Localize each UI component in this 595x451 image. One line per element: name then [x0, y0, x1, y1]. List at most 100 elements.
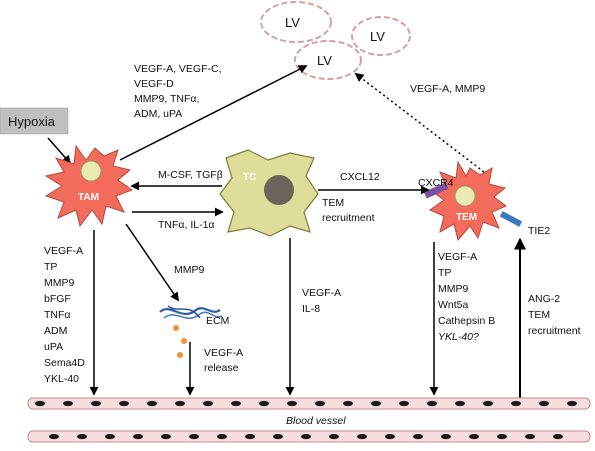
vessel-nucleus	[469, 433, 479, 440]
label-tam-to-tc: TNFα, IL-1α	[158, 219, 214, 231]
vessel-nucleus	[567, 400, 577, 407]
tc-to-tem-line1: CXCL12	[340, 171, 380, 183]
tam-bv-5: TNFα	[44, 309, 70, 321]
vessel-nucleus	[245, 433, 255, 440]
tie2-label: TIE2	[528, 225, 550, 237]
arrow-tem-to-lv	[354, 72, 485, 173]
blood-vessel-label: Blood vessel	[286, 415, 346, 427]
label-tc-to-tem: CXCL12 TEM recruitment	[322, 171, 380, 224]
tem-bv-6: YKL-40?	[438, 331, 479, 343]
bv-tem-1: ANG-2	[528, 293, 560, 305]
vessel-nucleus	[63, 400, 73, 407]
vegf-particles-icon	[173, 325, 187, 358]
vessel-nucleus	[497, 433, 507, 440]
vessel-nucleus	[147, 400, 157, 407]
vessel-nucleus	[49, 433, 59, 440]
blood-vessel: Blood vessel	[27, 397, 591, 443]
label-mmp9: MMP9	[174, 264, 204, 276]
tam-bv-3: MMP9	[44, 277, 74, 289]
tem-bv-2: TP	[438, 267, 451, 279]
vessel-nucleus	[329, 433, 339, 440]
tc-to-tem-line3: recruitment	[322, 212, 375, 224]
tem-bv-5: Cathepsin B	[438, 315, 495, 327]
tam-bv-2: TP	[44, 261, 57, 273]
vessel-nucleus	[455, 400, 465, 407]
arrow-hypoxia-to-tam	[47, 137, 72, 165]
tam-to-lv-line2: VEGF-D	[134, 78, 174, 90]
tam-bv-8: Sema4D	[44, 357, 85, 369]
tam-to-lv-line3: MMP9, TNFα,	[134, 93, 199, 105]
vessel-nucleus	[175, 400, 185, 407]
label-tc-to-tam: M-CSF, TGFβ	[158, 169, 223, 181]
hypoxia-label: Hypoxia	[8, 114, 56, 129]
vessel-nucleus	[77, 433, 87, 440]
tem-bv-3: MMP9	[438, 283, 468, 295]
vessel-nucleus	[343, 400, 353, 407]
vessel-nucleus	[539, 400, 549, 407]
vessel-nucleus	[161, 433, 171, 440]
tam-bv-6: ADM	[44, 325, 67, 337]
vessel-nucleus	[287, 400, 297, 407]
label-tam-to-bv: VEGF-A TP MMP9 bFGF TNFα ADM uPA Sema4D …	[44, 245, 85, 385]
tumor-cell: TC	[219, 149, 319, 237]
tc-bv-2: IL-8	[302, 303, 320, 315]
vessel-nucleus	[231, 400, 241, 407]
vessel-nucleus	[259, 400, 269, 407]
vessel-nucleus	[385, 433, 395, 440]
tem-cell: TEM	[423, 160, 523, 242]
lymphatic-vessel-3: LV	[294, 40, 362, 80]
lv3-label: LV	[317, 53, 332, 68]
vessel-nucleus	[273, 433, 283, 440]
vessel-nucleus	[357, 433, 367, 440]
vegf-release-line1: VEGF-A	[204, 347, 243, 359]
label-tem-to-lv: VEGF-A, MMP9	[410, 83, 485, 95]
vessel-nucleus	[315, 400, 325, 407]
cxcr4-label: CXCR4	[418, 177, 454, 189]
tc-label: TC	[243, 172, 256, 183]
vessel-nucleus	[105, 433, 115, 440]
vessel-nucleus	[217, 433, 227, 440]
tam-bv-9: YKL-40	[44, 373, 79, 385]
vessel-nucleus	[203, 400, 213, 407]
tem-bv-1: VEGF-A	[438, 251, 477, 263]
tie2-receptor	[499, 211, 523, 227]
vegf-release-line2: release	[204, 362, 239, 374]
lymphatic-vessel-1: LV	[260, 1, 332, 43]
hypoxia-box: Hypoxia	[0, 107, 69, 135]
bv-tem-3: recruitment	[528, 325, 581, 337]
vessel-nucleus	[525, 433, 535, 440]
vessel-nucleus	[427, 400, 437, 407]
vessel-nucleus	[399, 400, 409, 407]
vessel-nucleus	[413, 433, 423, 440]
tam-label: TAM	[78, 192, 99, 203]
ecm-fibers-icon	[159, 305, 223, 320]
vessel-nucleus	[189, 433, 199, 440]
bv-tem-2: TEM	[528, 309, 550, 321]
label-ecm: ECM	[206, 315, 229, 327]
vessel-nucleus	[441, 433, 451, 440]
tc-to-tem-line2: TEM	[322, 197, 344, 209]
tam-bv-4: bFGF	[44, 293, 71, 305]
lv2-label: LV	[370, 29, 385, 44]
tem-bv-4: Wnt5a	[438, 299, 469, 311]
vessel-nucleus	[35, 400, 45, 407]
vessel-nucleus	[119, 400, 129, 407]
vessel-nucleus	[301, 433, 311, 440]
tc-bv-1: VEGF-A	[302, 287, 341, 299]
tem-label: TEM	[456, 212, 477, 223]
label-tam-to-lv: VEGF-A, VEGF-C, VEGF-D MMP9, TNFα, ADM, …	[134, 63, 222, 120]
vessel-nucleus	[483, 400, 493, 407]
arrow-tam-to-lv	[119, 65, 308, 161]
tam-cell: TAM	[44, 144, 134, 228]
tam-to-lv-line4: ADM, uPA	[134, 108, 182, 120]
vessel-nucleus	[371, 400, 381, 407]
tam-to-lv-line1: VEGF-A, VEGF-C,	[134, 63, 222, 75]
cxcr4-receptor	[423, 182, 449, 199]
vessel-nucleus	[553, 433, 563, 440]
vessel-nucleus	[511, 400, 521, 407]
tam-bv-1: VEGF-A	[44, 245, 83, 257]
vessel-nucleus	[91, 400, 101, 407]
lv1-label: LV	[285, 15, 300, 30]
lymphatic-vessel-2: LV	[351, 16, 411, 56]
